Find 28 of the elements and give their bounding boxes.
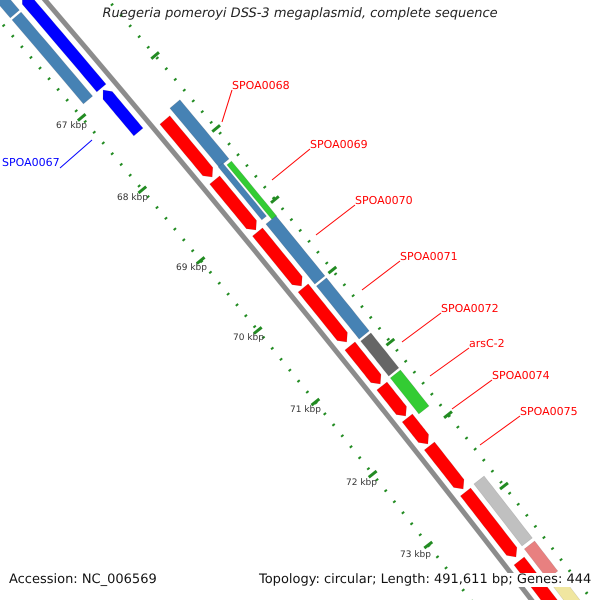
scale-label: 72 kbp — [346, 478, 377, 489]
leader-line — [60, 140, 92, 168]
gene-label: arsC-2 — [469, 337, 505, 351]
leader-line — [316, 204, 356, 236]
title: Ruegeria pomeroyi DSS-3 megaplasmid, complete sequence — [102, 7, 498, 21]
gene-label: SPOA0075 — [520, 405, 578, 419]
leader-line — [362, 260, 400, 290]
leader-line — [222, 90, 232, 122]
scale-label: 70 kbp — [233, 333, 264, 344]
gene-label: SPOA0069 — [310, 138, 368, 152]
scale-label: 69 kbp — [176, 263, 207, 274]
gene-label: SPOA0074 — [492, 369, 550, 383]
gene-label: SPOA0071 — [400, 250, 458, 264]
leader-line — [272, 148, 310, 180]
footer-text: Accession: NC_006569 — [9, 573, 157, 587]
gene-label: SPOA0072 — [441, 302, 499, 316]
gene-label: SPOA0070 — [355, 194, 413, 208]
scale-label: 73 kbp — [400, 550, 431, 561]
leader-line — [402, 312, 442, 342]
leader-line — [430, 348, 470, 376]
leader-line — [452, 380, 492, 410]
footer-text: Topology: circular; Length: 491,611 bp; Genes: 444 — [259, 573, 592, 587]
gene-label: SPOA0068 — [232, 79, 290, 93]
scale-label: 71 kbp — [290, 405, 321, 416]
scale-label: 67 kbp — [56, 121, 87, 132]
leader-line — [480, 416, 520, 446]
gene-label: SPOA0067 — [2, 156, 60, 170]
scale-label: 68 kbp — [117, 193, 148, 204]
